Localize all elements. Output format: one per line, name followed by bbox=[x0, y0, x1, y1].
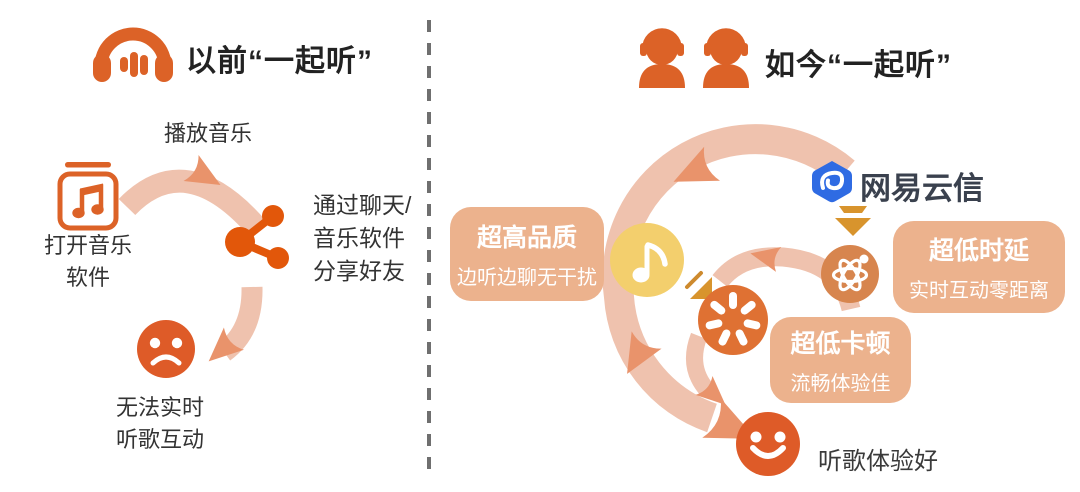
card-lag: 超低卡顿 流畅体验佳 bbox=[770, 317, 911, 403]
brand-name: 网易云信 bbox=[860, 171, 984, 206]
listener-icons bbox=[639, 28, 749, 88]
card-latency: 超低时延 实时互动零距离 bbox=[893, 221, 1065, 313]
speed-slash-icon bbox=[685, 271, 712, 299]
card-latency-title: 超低时延 bbox=[928, 237, 1029, 265]
card-quality: 超高品质 边听边聊无干扰 bbox=[450, 207, 604, 301]
arrowhead-play bbox=[183, 155, 221, 185]
card-quality-subtitle: 边听边聊无干扰 bbox=[457, 267, 597, 289]
listener-icon bbox=[639, 28, 685, 88]
right-title: 如今“一起听” bbox=[765, 49, 952, 82]
sad-face-icon bbox=[137, 320, 195, 378]
good-experience-label: 听歌体验好 bbox=[818, 448, 938, 475]
spinner-icon bbox=[698, 285, 768, 355]
card-quality-title: 超高品质 bbox=[476, 224, 577, 252]
play-music-label: 播放音乐 bbox=[163, 121, 252, 146]
share-icon bbox=[225, 205, 289, 269]
card-latency-subtitle: 实时互动零距离 bbox=[909, 280, 1049, 302]
brand-logo-icon bbox=[812, 161, 852, 203]
music-note-icon bbox=[610, 223, 684, 297]
atom-icon bbox=[821, 245, 879, 303]
share-friends-label: 通过聊天/ 音乐软件 分享好友 bbox=[313, 192, 412, 284]
arrowhead-inner-2 bbox=[695, 375, 726, 405]
card-lag-subtitle: 流畅体验佳 bbox=[790, 373, 891, 395]
left-flow-arrows bbox=[118, 155, 267, 362]
headphones-icon bbox=[93, 27, 173, 82]
card-lag-title: 超低卡顿 bbox=[790, 330, 891, 358]
listener-icon bbox=[703, 28, 749, 88]
down-arrow-icon bbox=[835, 206, 871, 236]
arrowhead-inner-1 bbox=[750, 246, 782, 272]
music-app-icon bbox=[57, 162, 119, 231]
open-music-label: 打开音乐 软件 bbox=[43, 233, 132, 290]
left-title: 以前“一起听” bbox=[186, 45, 373, 78]
arrowhead-top bbox=[673, 146, 720, 182]
arrowhead-fail bbox=[208, 327, 244, 362]
arrowhead-left bbox=[627, 331, 662, 374]
no-realtime-label: 无法实时 听歌互动 bbox=[115, 395, 204, 452]
happy-face-icon bbox=[736, 412, 800, 476]
